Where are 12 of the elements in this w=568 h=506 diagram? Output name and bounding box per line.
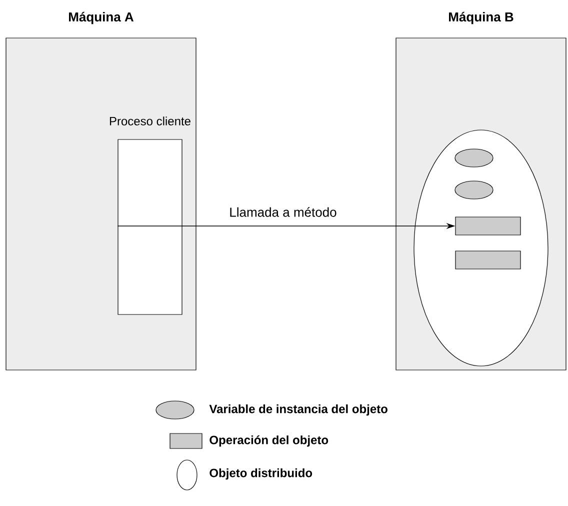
operation-box bbox=[455, 216, 521, 236]
node-label: Máquina A bbox=[69, 12, 134, 24]
node-label: Máquina B bbox=[449, 12, 514, 24]
legend-text: Objeto distribuido bbox=[210, 468, 312, 480]
edge-label: Llamada a método bbox=[230, 207, 336, 217]
instance-variable-ellipse bbox=[454, 180, 494, 200]
legend-text: Variable de instancia del objeto bbox=[209, 404, 388, 416]
node-label: Proceso cliente bbox=[110, 116, 190, 126]
instance-variable-ellipse bbox=[454, 148, 494, 168]
legend-text: Operación del objeto bbox=[210, 435, 328, 447]
process-box: Proceso cliente bbox=[110, 116, 190, 315]
operation-box bbox=[455, 250, 521, 270]
